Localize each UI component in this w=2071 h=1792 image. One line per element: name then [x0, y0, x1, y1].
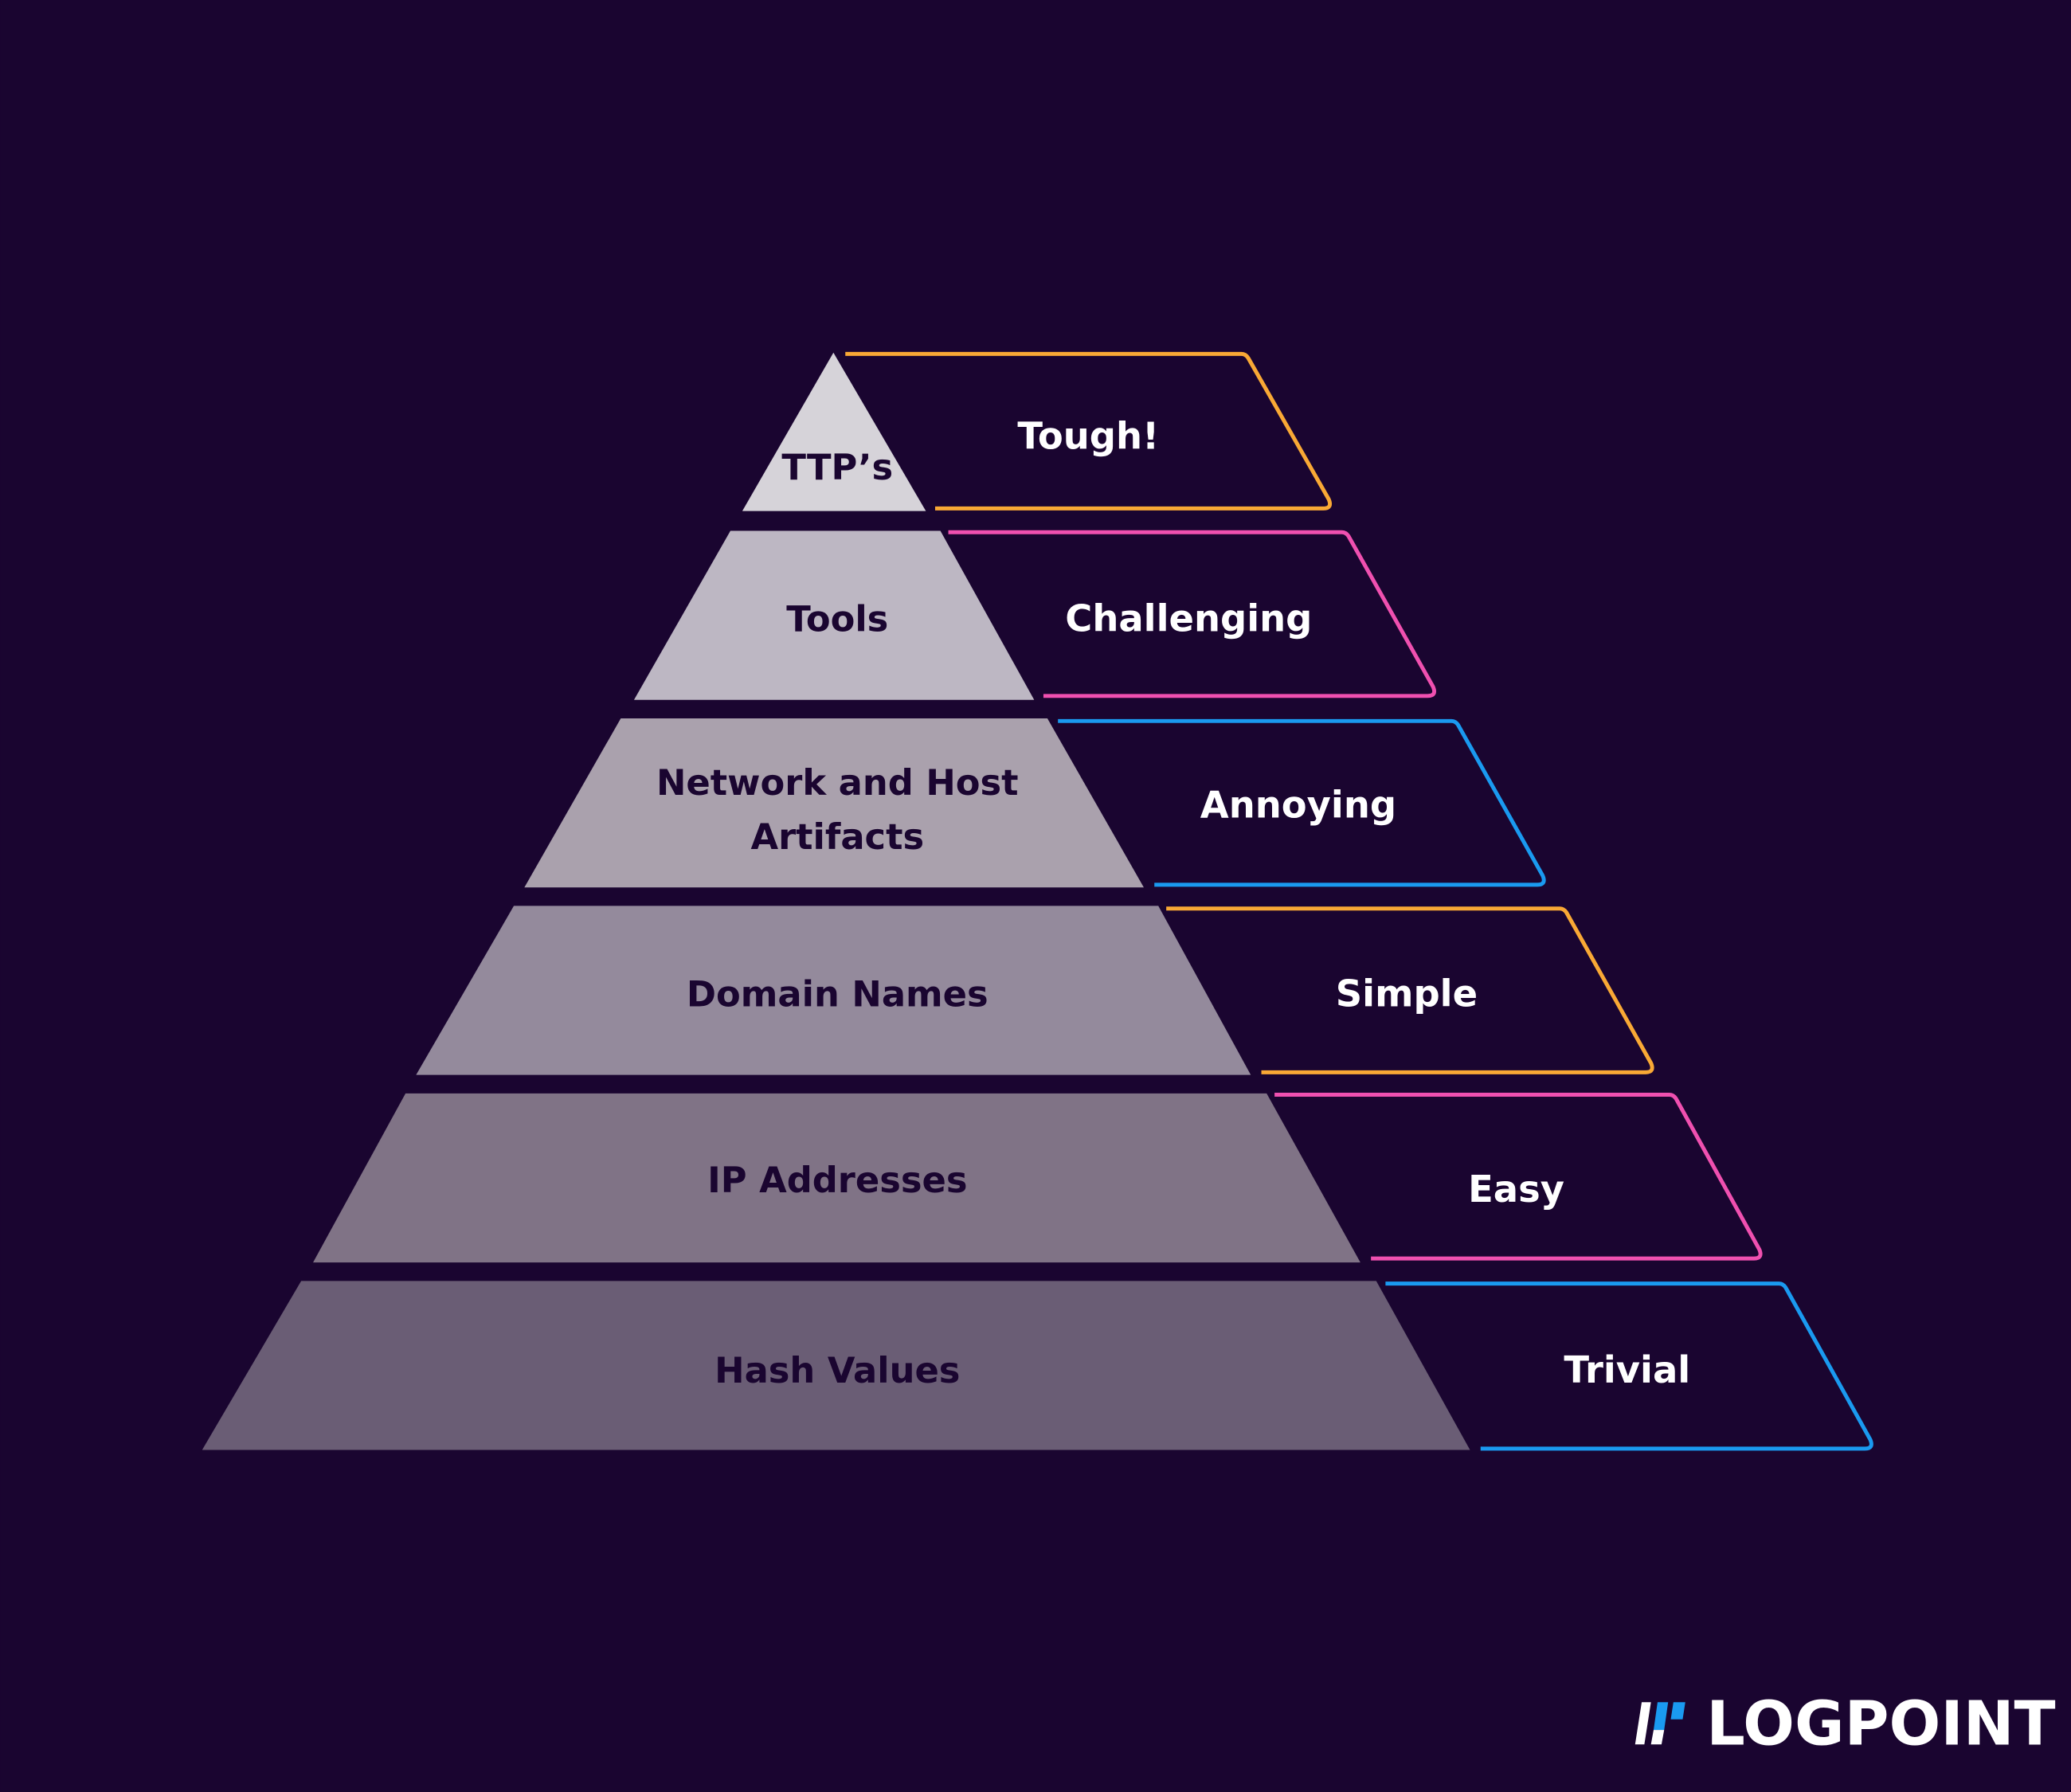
- logpoint-wordmark: LOGPOINT: [1706, 1688, 2055, 1759]
- level-label: Domain Names: [687, 972, 989, 1015]
- difficulty-label: Simple: [1336, 972, 1478, 1015]
- difficulty-label: Easy: [1468, 1168, 1564, 1211]
- difficulty-tag-outline: [1274, 1093, 1763, 1261]
- logpoint-logo-mark-icon: [1634, 1702, 1685, 1745]
- level-label: Hash Values: [714, 1349, 960, 1391]
- difficulty-label: Challenging: [1065, 597, 1312, 640]
- pyramid-segment: [202, 1281, 1470, 1450]
- pyramid-level-hash-values: Hash Values Trivial: [202, 1281, 1873, 1451]
- difficulty-tag-outline: [1166, 906, 1654, 1074]
- pyramid-segment: [313, 1093, 1360, 1263]
- pyramid-level-ip-addresses: IP Addresses Easy: [313, 1093, 1763, 1263]
- level-label: IP Addresses: [707, 1159, 967, 1201]
- pyramid-level-ttps: TTP’s Tough!: [742, 351, 1333, 511]
- difficulty-tag-outline: [1058, 718, 1546, 887]
- pyramid-segment: [633, 530, 1035, 700]
- pyramid-segment: [524, 718, 1144, 888]
- logpoint-logo: LOGPOINT: [1634, 1688, 2056, 1759]
- difficulty-label: Trivial: [1564, 1348, 1690, 1391]
- difficulty-tag-outline: [948, 530, 1437, 698]
- level-label: TTP’s: [781, 446, 893, 488]
- level-label-line1: Network and Host: [656, 761, 1019, 804]
- pyramid-level-tools: Tools Challenging: [633, 530, 1437, 700]
- difficulty-tag-outline: [845, 351, 1333, 511]
- difficulty-label: Tough!: [1017, 415, 1159, 458]
- pyramid-segment: [742, 352, 926, 511]
- pyramid-level-domain-names: Domain Names Simple: [416, 906, 1654, 1075]
- pyramid-level-network-host-artifacts: Network and Host Artifacts Annoying: [524, 718, 1546, 888]
- pyramid-segment: [416, 906, 1251, 1075]
- level-label-line2: Artifacts: [750, 816, 924, 858]
- difficulty-label: Annoying: [1200, 783, 1396, 826]
- level-label: Tools: [786, 598, 888, 640]
- difficulty-tag-outline: [1385, 1281, 1873, 1451]
